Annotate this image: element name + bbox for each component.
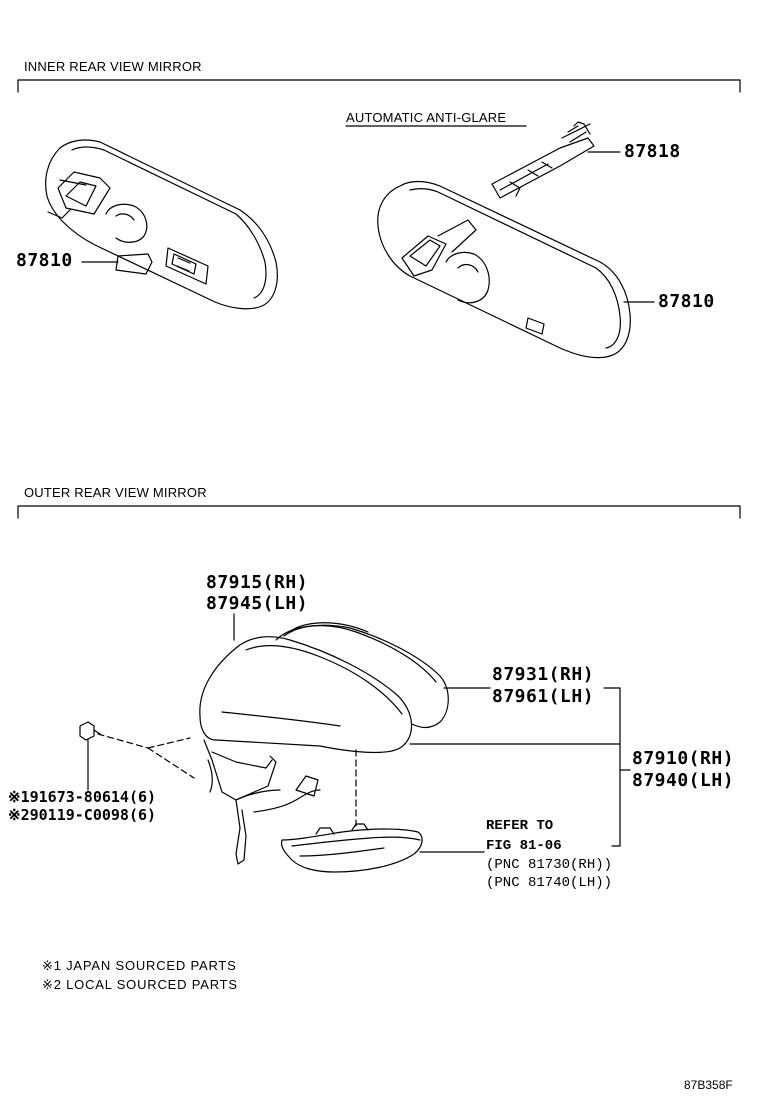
section-title-outer: OUTER REAR VIEW MIRROR (24, 485, 207, 500)
part-number-glass-lh[interactable]: 87961(LH) (492, 686, 595, 707)
refer-fig-label[interactable]: FIG 81-06 (486, 838, 562, 854)
screw-part (79, 721, 101, 741)
part-number-screw-local[interactable]: ※290119-C0098(6) (8, 806, 157, 824)
note-japan-sourced: ※1 JAPAN SOURCED PARTS (42, 958, 237, 973)
part-number-glass-rh[interactable]: 87931(RH) (492, 664, 595, 685)
refer-to-label: REFER TO (486, 818, 554, 834)
outer-leaders (87, 613, 631, 853)
outer-dashed-leaders (97, 733, 357, 831)
outer-mirror-assembly (199, 622, 449, 873)
part-number-assy-lh[interactable]: 87940(LH) (632, 770, 735, 791)
section-divider-inner (17, 79, 741, 93)
part-number-assy-rh[interactable]: 87910(RH) (632, 748, 735, 769)
section-title-inner: INNER REAR VIEW MIRROR (24, 59, 202, 74)
inner-mirror-auto-anti-glare (377, 121, 631, 359)
pnc-lh-label: (PNC 81740(LH)) (486, 875, 613, 891)
part-number-cover-lh[interactable]: 87945(LH) (206, 593, 309, 614)
section-divider-outer (17, 505, 741, 519)
inner-mirror-standard (45, 139, 278, 310)
anti-glare-label: AUTOMATIC ANTI-GLARE (346, 110, 507, 125)
part-number-87810-right[interactable]: 87810 (658, 291, 715, 312)
part-number-87818[interactable]: 87818 (624, 141, 681, 162)
pnc-rh-label: (PNC 81730(RH)) (486, 857, 613, 873)
part-number-screw-japan[interactable]: ※191673-80614(6) (8, 788, 157, 806)
part-number-cover-rh[interactable]: 87915(RH) (206, 572, 309, 593)
part-number-87810-left[interactable]: 87810 (16, 250, 73, 271)
note-local-sourced: ※2 LOCAL SOURCED PARTS (42, 977, 238, 992)
figure-code: 87B358F (684, 1078, 733, 1092)
